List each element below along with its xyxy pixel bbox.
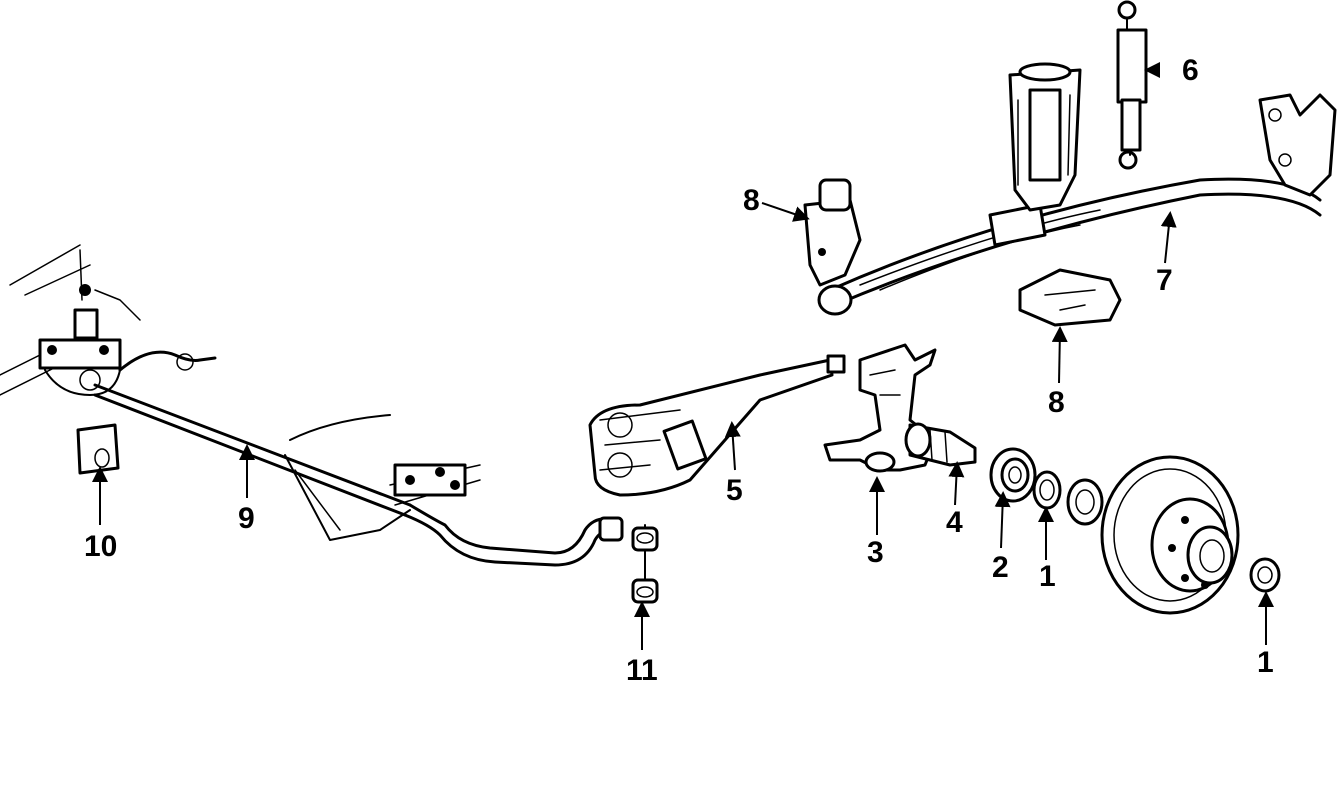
bumper-fragment bbox=[284, 414, 481, 541]
shock-absorber bbox=[1116, 0, 1148, 170]
wheel-bearing bbox=[1032, 470, 1104, 526]
callout-7: 7 bbox=[1156, 264, 1173, 297]
callout-3: 3 bbox=[867, 536, 884, 569]
callouts: 6 8 8 7 5 9 10 11 3 4 2 1 1 bbox=[84, 54, 1274, 687]
stabilizer-bushing bbox=[76, 423, 120, 475]
callout-1-bearing: 1 bbox=[1039, 560, 1056, 593]
spindle bbox=[904, 422, 977, 467]
hub-nut bbox=[1249, 557, 1281, 593]
stabilizer-link bbox=[631, 524, 659, 604]
leaf-spring bbox=[828, 177, 1322, 307]
spring-bracket-rear bbox=[1258, 93, 1337, 197]
callout-11: 11 bbox=[626, 654, 658, 687]
callout-9: 9 bbox=[238, 502, 255, 535]
inner-bearing-seal bbox=[989, 447, 1037, 503]
callout-2: 2 bbox=[992, 551, 1009, 584]
callout-5: 5 bbox=[726, 474, 743, 507]
callout-8-top: 8 bbox=[743, 184, 760, 217]
callout-4: 4 bbox=[946, 506, 963, 539]
callout-1-nut: 1 bbox=[1257, 646, 1274, 679]
callout-8-bottom: 8 bbox=[1048, 386, 1065, 419]
leader-lines bbox=[92, 62, 1274, 650]
spring-hanger-front bbox=[803, 178, 862, 316]
frame-bracket-left bbox=[0, 244, 141, 396]
callout-10: 10 bbox=[84, 530, 117, 563]
radius-arm bbox=[588, 354, 846, 497]
brake-rotor-hub bbox=[1100, 455, 1240, 615]
coil-mount-tower bbox=[1008, 62, 1082, 212]
stabilizer-bar bbox=[93, 350, 624, 567]
callout-6: 6 bbox=[1182, 54, 1199, 87]
spring-seat-lower bbox=[1018, 268, 1122, 327]
